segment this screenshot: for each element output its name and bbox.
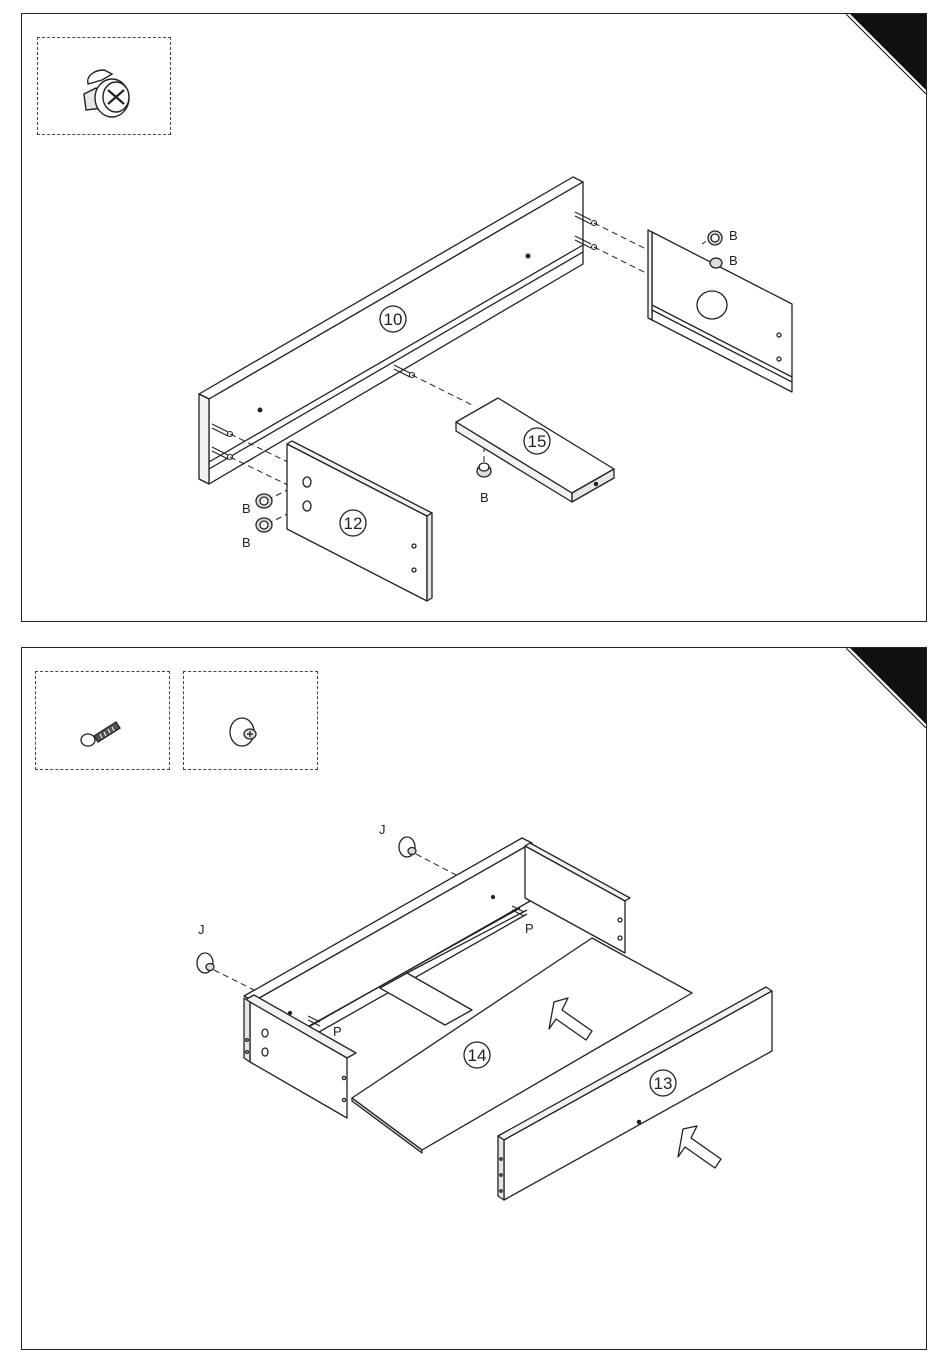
drawer-right-side [525,843,630,953]
part-number-10: 10 [384,310,403,329]
label-b-left-bottom: B [242,535,251,550]
label-b-right-bottom: B [729,253,738,268]
step-1-drawing: 10 15 12 B B B B B [22,14,927,622]
screw-j-left [197,953,214,973]
label-j-top: J [379,822,386,837]
part-number-13: 13 [654,1074,673,1093]
cam-lock-right [708,231,722,268]
label-b-divider: B [480,490,489,505]
part-number-14: 14 [468,1046,487,1065]
part-number-15: 15 [528,432,547,451]
right-side-panel [648,230,792,392]
step-2-drawing: 14 13 J J P P [22,648,927,1350]
step-2-panel: 14 13 J J P P [21,647,927,1350]
arrow-push-front [678,1126,721,1168]
label-j-left: J [198,922,205,937]
label-p-top: P [525,921,534,936]
label-p-left: P [333,1024,342,1039]
step-1-panel: 10 15 12 B B B B B [21,13,927,622]
label-b-left-top: B [242,501,251,516]
label-b-right-top: B [729,228,738,243]
cam-lock-left [256,494,272,532]
part-number-12: 12 [344,514,363,533]
screw-j-top [399,837,416,857]
